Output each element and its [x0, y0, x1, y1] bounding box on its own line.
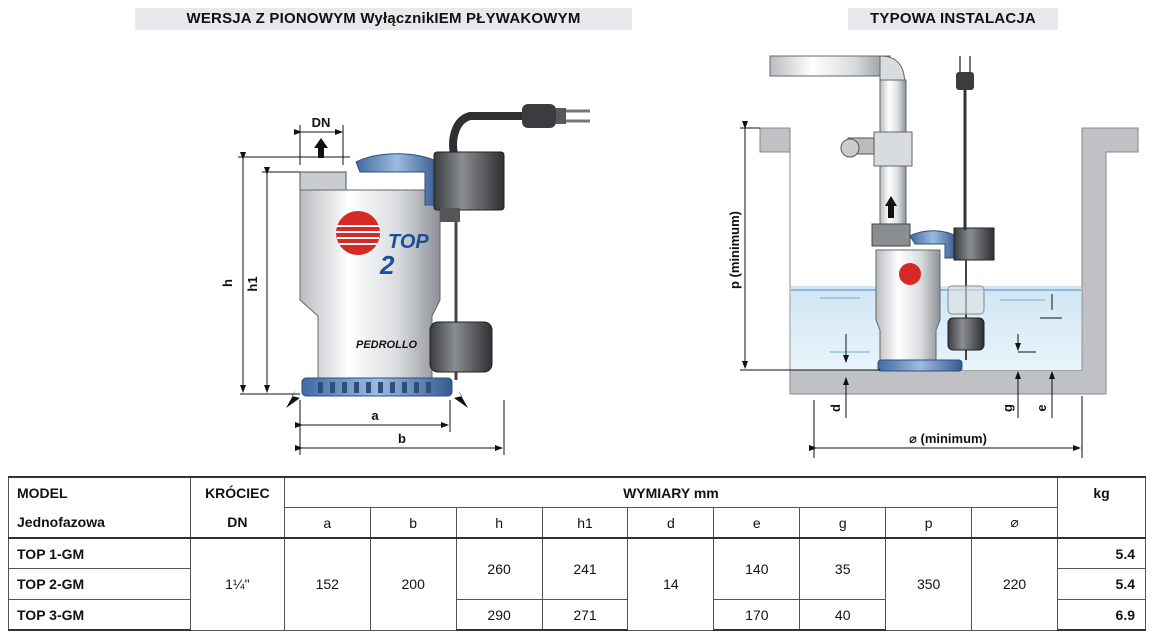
kg-row-2: 5.4: [1056, 568, 1147, 600]
header-kg: kg: [1056, 476, 1147, 508]
header-dimensions: WYMIARY mm: [283, 476, 1058, 508]
dim-header-h1: h1: [541, 507, 629, 539]
g-label: g: [1000, 404, 1015, 412]
h1-label: h1: [245, 276, 260, 291]
dim-header-p: p: [885, 507, 973, 539]
pump-drawing: DN h h1 a b TOP 2 PEDROLLO: [220, 55, 1139, 458]
value-p: 350: [885, 537, 973, 631]
kg-row-3: 6.9: [1056, 599, 1147, 631]
e-label: e: [1034, 404, 1049, 411]
dn-value: 1¼": [189, 537, 285, 631]
diameter-label: ⌀ (minimum): [909, 431, 987, 446]
value-h1-bottom: 271: [541, 599, 629, 631]
model-row-3: TOP 3-GM: [8, 599, 191, 631]
value-g-top: 35: [799, 537, 887, 600]
dim-header-h: h: [455, 507, 543, 539]
value-g-bottom: 40: [799, 599, 887, 631]
foot-arrow-right: [454, 390, 468, 408]
value-h-top: 260: [455, 537, 543, 600]
value-d: 14: [627, 537, 715, 631]
float-switch: [429, 151, 505, 380]
dim-header-d: d: [627, 507, 715, 539]
dim-header-a: a: [283, 507, 371, 539]
kg-row-1: 5.4: [1056, 537, 1147, 569]
value-diameter: 220: [971, 537, 1058, 631]
header-model-sub: Jednofazowa: [8, 507, 191, 539]
header-kg-empty: [1056, 507, 1147, 539]
brand-text: PEDROLLO: [356, 339, 418, 351]
header-model: MODEL: [8, 476, 191, 508]
discharge-pipe: [769, 55, 913, 247]
plug-icon: [522, 104, 590, 128]
model-row-1: TOP 1-GM: [8, 537, 191, 569]
header-dn: KRÓCIEC: [189, 476, 285, 508]
dim-header-e: e: [713, 507, 801, 539]
left-figure-title: WERSJA Z PIONOWYM WyłącznikIEM PŁYWAKOWY…: [135, 8, 632, 30]
specification-table: MODEL KRÓCIEC WYMIARY mm kg Jednofazowa …: [8, 476, 1147, 631]
pump-body: TOP 2 PEDROLLO: [299, 153, 453, 397]
b-label: b: [398, 431, 406, 446]
value-a: 152: [283, 537, 371, 631]
p-label: p (minimum): [727, 211, 742, 289]
value-b: 200: [369, 537, 457, 631]
dim-header-diameter: ⌀: [971, 507, 1058, 539]
foot-arrow-left: [286, 390, 300, 408]
right-figure-title: TYPOWA INSTALACJA: [848, 8, 1058, 30]
d-label: d: [828, 404, 843, 412]
value-h1-top: 241: [541, 537, 629, 600]
plug-icon-right: [956, 56, 974, 90]
logo-text: TOP: [388, 231, 429, 253]
outlet-arrow: [314, 138, 328, 158]
dim-header-b: b: [369, 507, 457, 539]
value-e-top: 140: [713, 537, 801, 600]
model-row-2: TOP 2-GM: [8, 568, 191, 600]
value-e-bottom: 170: [713, 599, 801, 631]
value-h-bottom: 290: [455, 599, 543, 631]
dn-label: DN: [312, 115, 331, 130]
dim-header-g: g: [799, 507, 887, 539]
header-dn-sub: DN: [189, 507, 285, 539]
a-label: a: [371, 408, 379, 423]
logo-number: 2: [379, 250, 395, 280]
installed-pump: [875, 227, 995, 372]
installation-pit: [759, 127, 1139, 395]
h-label: h: [220, 279, 235, 287]
